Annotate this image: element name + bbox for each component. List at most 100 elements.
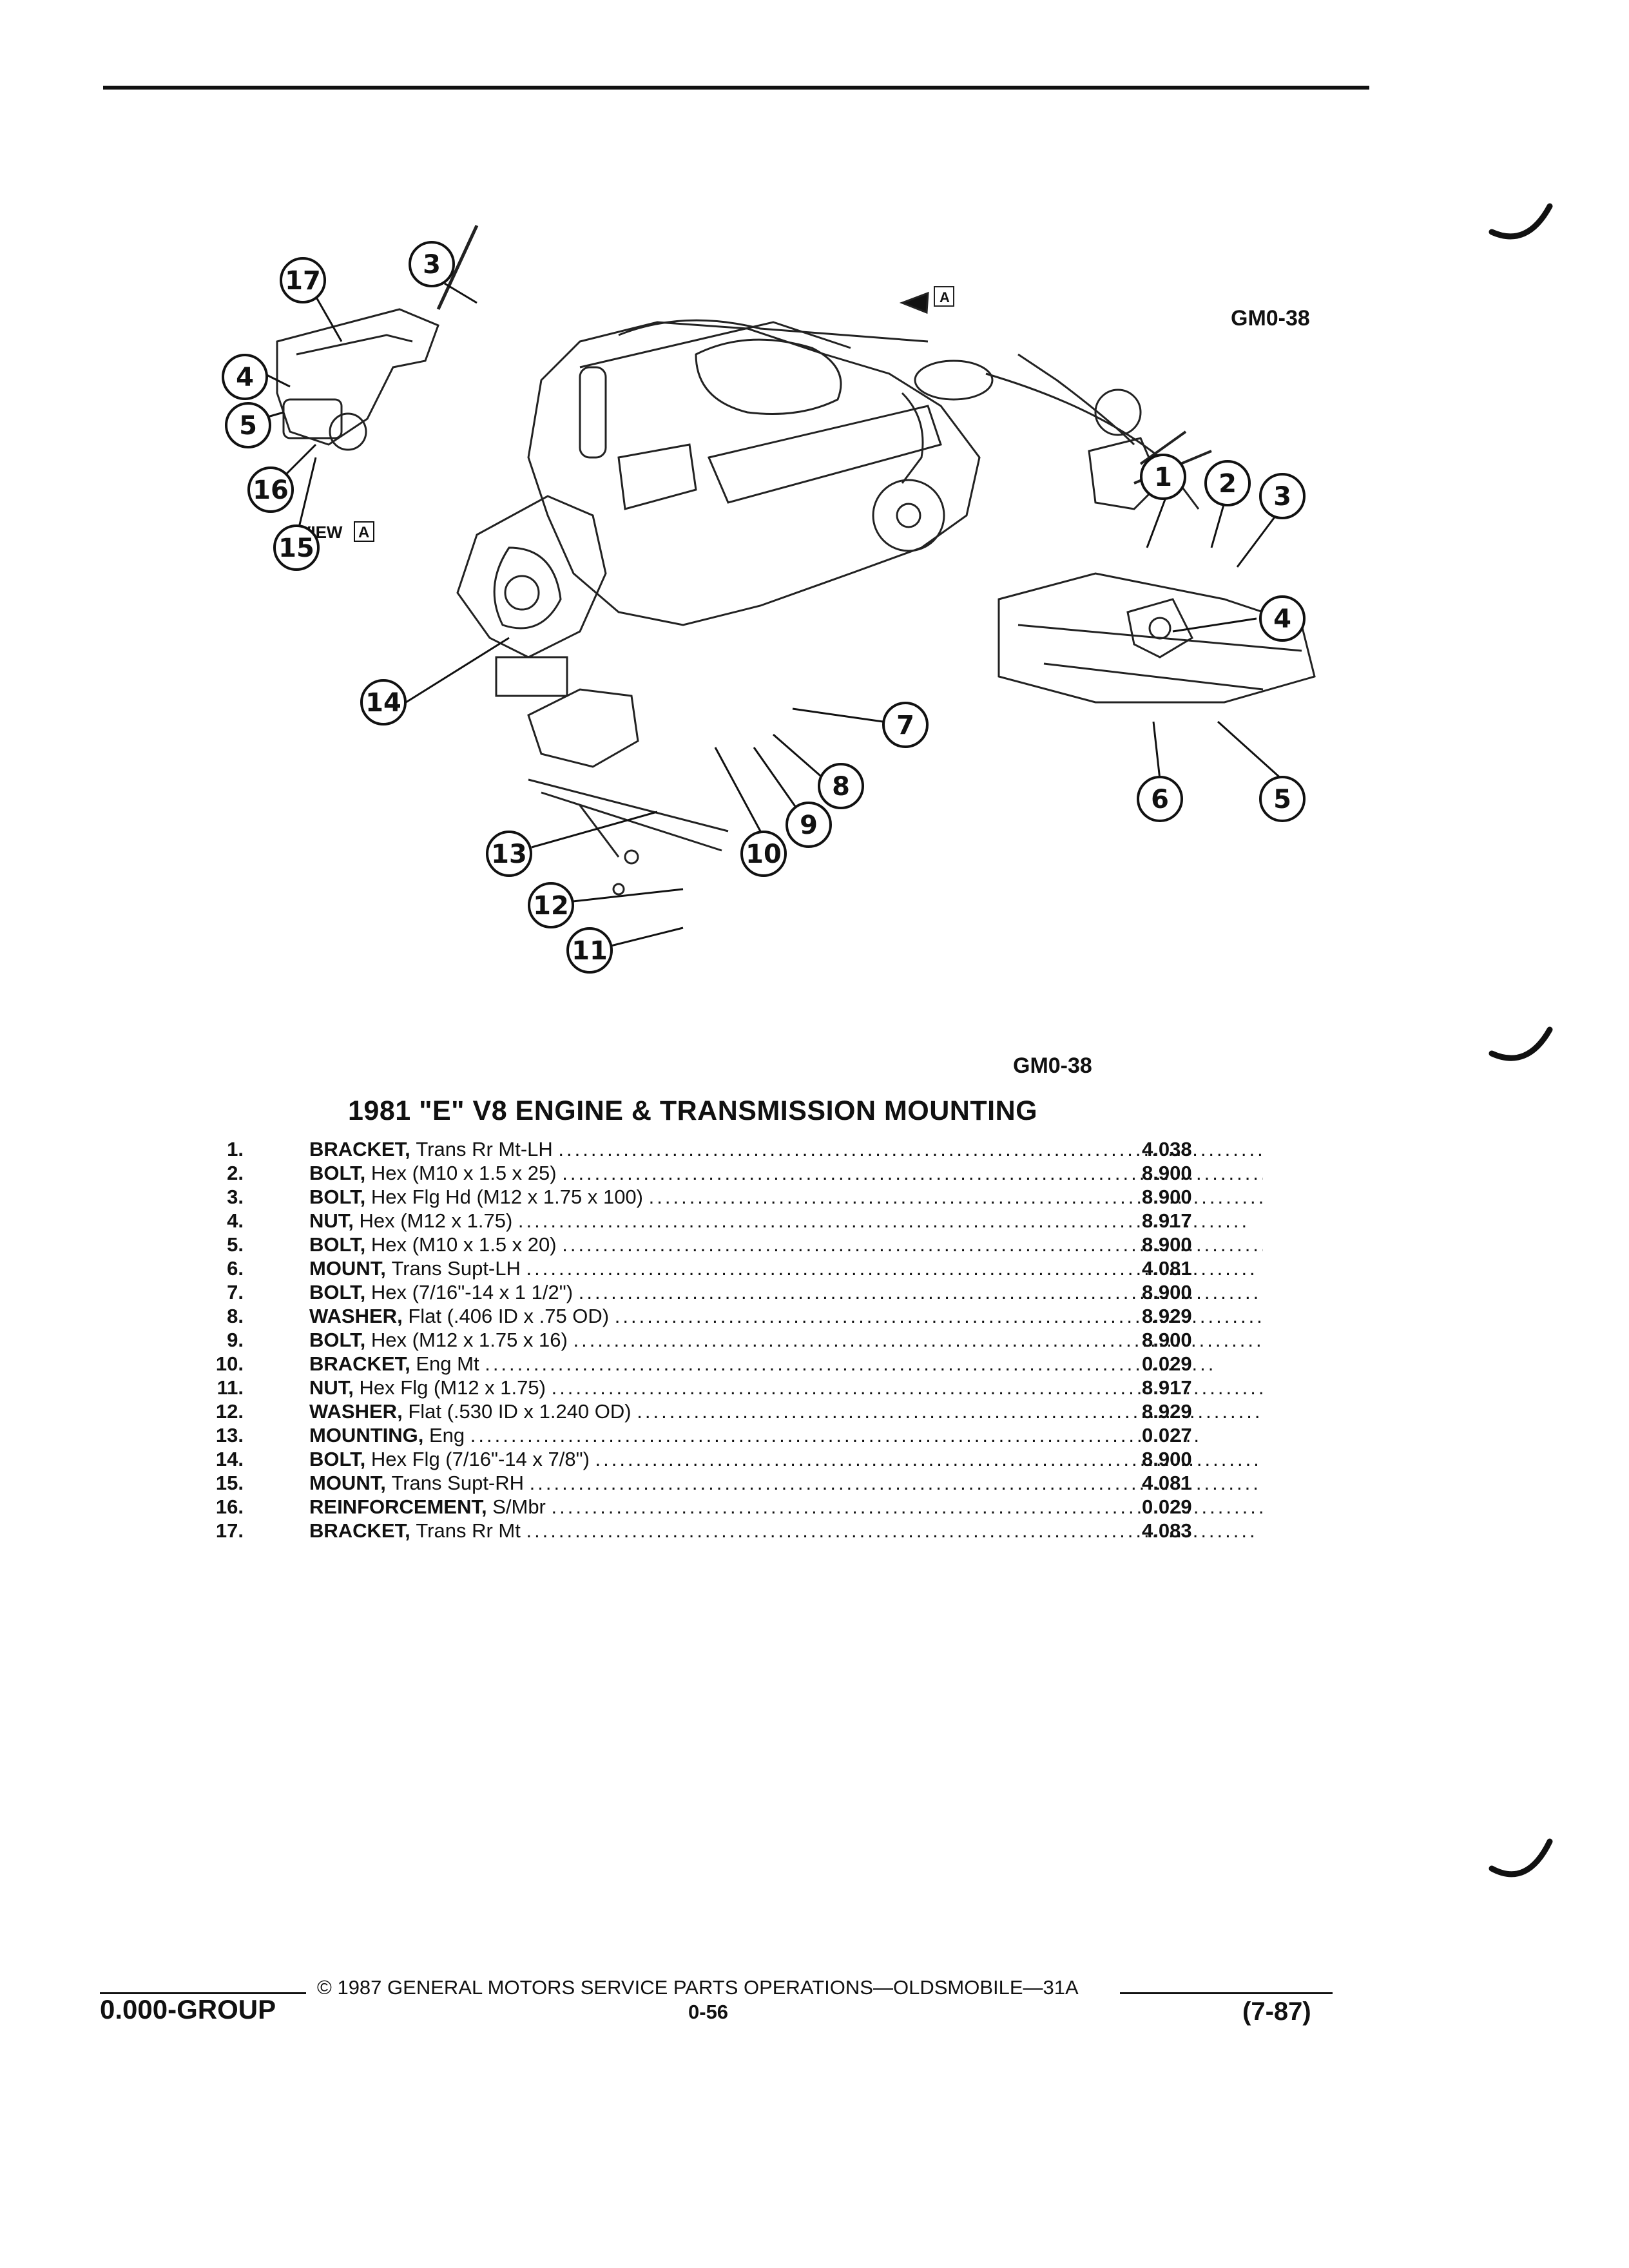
part-name: BOLT,	[309, 1281, 366, 1303]
callout-circle	[273, 524, 320, 571]
callout-circle	[225, 402, 271, 448]
trans-support-bracket	[1088, 437, 1161, 510]
part-number: 7.	[227, 1281, 244, 1303]
pulley	[872, 479, 945, 552]
group-number: 8.900	[1142, 1281, 1192, 1303]
part-description: Trans Supt-LH	[391, 1257, 521, 1280]
part-description: Eng	[429, 1424, 465, 1446]
part-name: BRACKET,	[309, 1352, 410, 1375]
part-description: Trans Rr Mt-LH	[416, 1138, 553, 1160]
footer-rule-left	[100, 1992, 306, 1994]
part-name: REINFORCEMENT,	[309, 1495, 487, 1518]
revision-date: (7-87)	[1242, 1997, 1311, 2026]
callout-9: 9	[800, 811, 818, 840]
leader-dots: ........................................…	[529, 1472, 1261, 1494]
callout-circle	[409, 241, 455, 287]
part-number: 4.	[227, 1209, 244, 1232]
parts-row: 13.MOUNTING, Eng .......................…	[193, 1423, 1231, 1447]
part-name: BRACKET,	[309, 1138, 410, 1160]
part-number: 2.	[227, 1162, 244, 1184]
part-number: 8.	[227, 1305, 244, 1327]
callout-circle	[1259, 473, 1306, 519]
mount-bushing	[1094, 389, 1142, 436]
view-a-bracket	[276, 308, 439, 446]
part-name: MOUNT,	[309, 1257, 386, 1280]
callout-5: 5	[239, 411, 257, 441]
group-number: 4.038	[1142, 1138, 1192, 1160]
leader-dots: ........................................…	[526, 1257, 1258, 1280]
parts-row: 3.BOLT, Hex Flg Hd (M12 x 1.75 x 100) ..…	[193, 1185, 1263, 1209]
part-number: 16.	[215, 1495, 244, 1518]
callout-circle	[360, 679, 407, 726]
top-rule	[103, 86, 1369, 90]
parts-row: 12.WASHER, Flat (.530 ID x 1.240 OD) ...…	[193, 1399, 1263, 1423]
leader-dots: ........................................…	[578, 1281, 1263, 1303]
group-number: 0.029	[1142, 1495, 1192, 1518]
part-description: Flat (.530 ID x 1.240 OD)	[408, 1400, 631, 1423]
view-a-mount	[282, 398, 343, 439]
parts-list: 1. BRACKET, Trans Rr Mt-LH ..............…	[193, 1137, 1263, 1542]
binder-hook-mark	[1489, 1838, 1553, 1878]
callout-16: 16	[253, 476, 289, 505]
part-number: 17.	[215, 1519, 244, 1542]
callout-8: 8	[832, 772, 850, 802]
part-number: 6.	[227, 1257, 244, 1280]
leader-dots: ........................................…	[551, 1376, 1263, 1399]
leader-dots: ........................................…	[558, 1138, 1263, 1160]
callout-3: 3	[423, 250, 441, 280]
callout-10: 10	[746, 840, 782, 869]
parts-row: 6. MOUNT, Trans Supt-LH .................…	[193, 1256, 1255, 1280]
group-number: 8.900	[1142, 1186, 1192, 1208]
callout-circle	[786, 802, 832, 848]
callout-4: 4	[1273, 604, 1291, 634]
group-number: 8.917	[1142, 1376, 1192, 1399]
part-description: Trans Supt-RH	[391, 1472, 525, 1494]
part-description: Hex Flg (M12 x 1.75)	[359, 1376, 546, 1399]
view-arrow-letter: A	[940, 289, 950, 305]
dipstick-tube	[579, 366, 607, 459]
parts-row: 14.BOLT, Hex Flg (7/16"-14 x 7/8") .....…	[193, 1447, 1263, 1471]
parts-row: 11.NUT, Hex Flg (M12 x 1.75) ...........…	[193, 1376, 1263, 1399]
part-description: Hex (M10 x 1.5 x 25)	[371, 1162, 557, 1184]
parts-row: 7.BOLT, Hex (7/16"-14 x 1 1/2") ........…	[193, 1280, 1263, 1304]
part-name: NUT,	[309, 1376, 354, 1399]
part-name: MOUNTING,	[309, 1424, 424, 1446]
leader-dots: ........................................…	[517, 1209, 1250, 1232]
view-a-bolt	[436, 224, 479, 311]
part-number: 10.	[215, 1352, 244, 1375]
part-name: BOLT,	[309, 1233, 366, 1256]
callout-4: 4	[236, 363, 254, 392]
leader-dots: ........................................…	[551, 1495, 1263, 1518]
callout-circle	[1204, 460, 1251, 506]
callout-circle	[1137, 776, 1183, 822]
leader-dots: ........................................…	[485, 1352, 1217, 1375]
part-number: 1.	[227, 1138, 244, 1160]
part-name: WASHER,	[309, 1400, 403, 1423]
callout-circle	[1140, 454, 1186, 500]
part-number: 5.	[227, 1233, 244, 1256]
parts-row: 5.BOLT, Hex (M10 x 1.5 x 20) ...........…	[193, 1233, 1263, 1256]
callout-7: 7	[896, 711, 914, 740]
leader-dots: ........................................…	[595, 1448, 1263, 1470]
group-number: 4.083	[1142, 1519, 1192, 1542]
part-name: NUT,	[309, 1209, 354, 1232]
part-description: Hex Flg Hd (M12 x 1.75 x 100)	[371, 1186, 643, 1208]
callout-12: 12	[533, 891, 569, 921]
callout-15: 15	[278, 533, 314, 563]
part-description: Hex (M12 x 1.75 x 16)	[371, 1329, 568, 1351]
callout-circle	[528, 882, 574, 928]
group-number: 8.900	[1142, 1233, 1192, 1256]
transmission-housing	[456, 495, 607, 658]
part-description: Trans Rr Mt	[416, 1519, 521, 1542]
part-name: BOLT,	[309, 1162, 366, 1184]
parts-row: 4.NUT, Hex (M12 x 1.75) ................…	[193, 1209, 1247, 1233]
part-description: S/Mbr	[492, 1495, 546, 1518]
callout-11: 11	[572, 936, 608, 966]
leader-dots: ........................................…	[573, 1329, 1263, 1351]
callout-circle	[740, 831, 787, 877]
parts-row: 15.MOUNT, Trans Supt-RH ................…	[193, 1471, 1258, 1495]
callout-circle	[247, 466, 294, 513]
exploded-view-illustration: A VIEW A	[222, 224, 1316, 974]
callout-14: 14	[365, 688, 401, 718]
parts-row: 10.BRACKET, Eng Mt .....................…	[193, 1352, 1231, 1376]
